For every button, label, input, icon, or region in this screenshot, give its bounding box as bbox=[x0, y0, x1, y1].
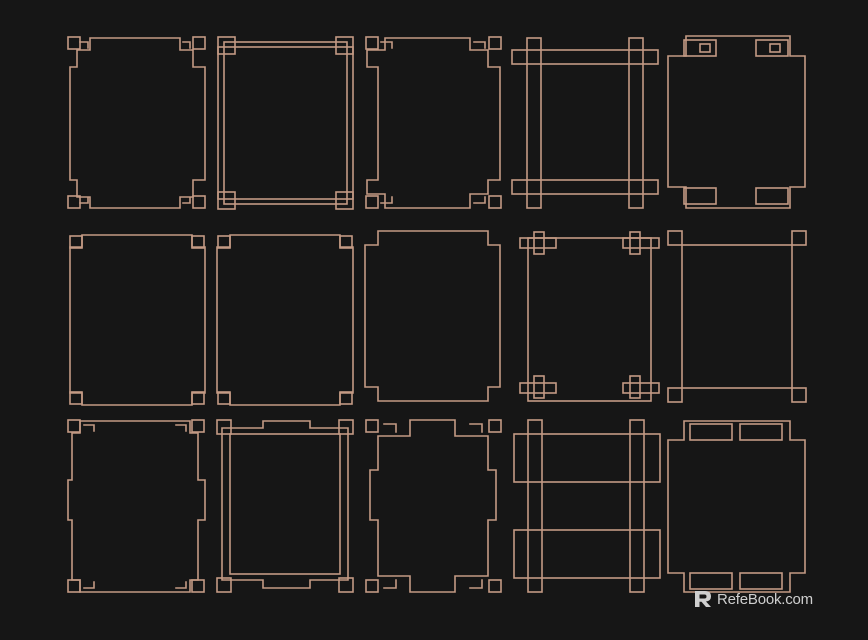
frame-r1c4 bbox=[511, 37, 659, 209]
frame-r1c5 bbox=[667, 35, 806, 209]
frame-r2c3 bbox=[364, 230, 501, 402]
frame-r1c3 bbox=[365, 36, 502, 209]
watermark-text: RefeBook.com bbox=[717, 590, 813, 608]
frame-r3c5 bbox=[667, 420, 806, 593]
frame-r1c2 bbox=[217, 36, 354, 210]
frame-r2c2 bbox=[216, 234, 354, 406]
frame-r1c1 bbox=[67, 36, 206, 209]
r-logo-icon bbox=[695, 591, 711, 607]
frame-r2c1 bbox=[69, 234, 206, 406]
frame-r3c1 bbox=[67, 419, 206, 593]
frame-r3c2 bbox=[216, 419, 354, 593]
frame-r3c3 bbox=[365, 419, 502, 593]
frame-r2c5 bbox=[667, 230, 807, 403]
frame-r3c4 bbox=[513, 419, 661, 593]
frame-r2c4 bbox=[519, 231, 660, 402]
watermark: RefeBook.com bbox=[692, 589, 813, 609]
